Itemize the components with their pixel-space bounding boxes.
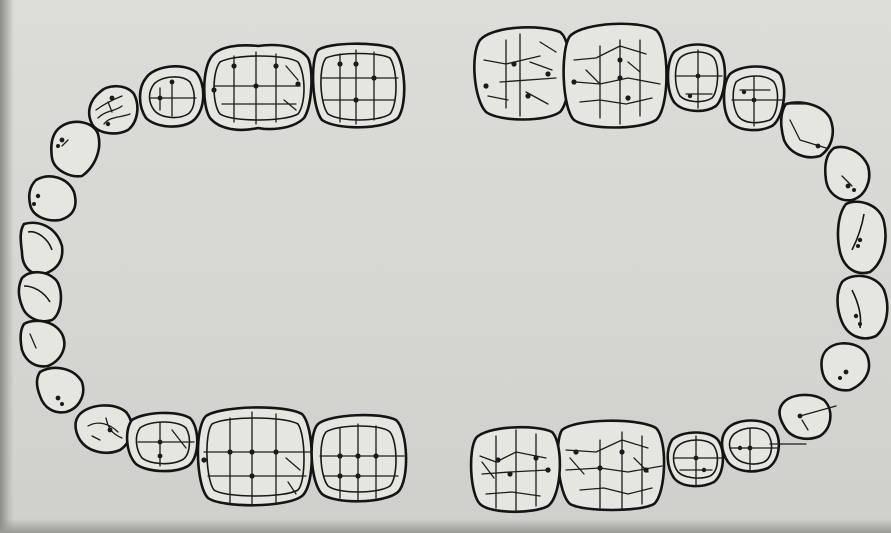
tooth-upper-left-central-incisor bbox=[21, 223, 63, 274]
tooth-upper-right-molar-1 bbox=[564, 24, 667, 128]
tooth-upper-right-molar-2 bbox=[474, 27, 569, 119]
tooth-lower-left-premolar-1 bbox=[76, 405, 132, 452]
tooth-upper-right-canine bbox=[781, 103, 833, 158]
tooth-upper-left-lateral-incisor bbox=[29, 176, 75, 220]
tooth-lower-right-lateral-incisor bbox=[821, 343, 869, 390]
tooth-upper-right-central-incisor bbox=[838, 202, 885, 273]
tooth-upper-left-premolar-2 bbox=[140, 66, 203, 126]
tooth-upper-left-molar-2 bbox=[313, 44, 404, 128]
right-arch bbox=[471, 24, 887, 512]
tooth-upper-right-premolar-2 bbox=[668, 45, 725, 111]
left-arch bbox=[19, 44, 406, 506]
tooth-upper-right-premolar-1 bbox=[724, 67, 784, 131]
tooth-lower-left-premolar-2 bbox=[127, 413, 197, 471]
tooth-lower-right-canine bbox=[780, 395, 837, 439]
tooth-lower-left-molar-1 bbox=[198, 407, 312, 506]
tooth-lower-left-canine bbox=[37, 368, 83, 412]
tooth-upper-left-premolar-1 bbox=[89, 86, 137, 133]
tooth-lower-left-lateral-incisor bbox=[21, 321, 65, 367]
tooth-lower-right-central-incisor bbox=[838, 276, 888, 338]
tooth-lower-left-molar-2 bbox=[312, 415, 406, 501]
tooth-lower-right-molar-1 bbox=[558, 421, 664, 510]
tooth-upper-left-canine bbox=[51, 122, 99, 176]
tooth-lower-left-central-incisor bbox=[19, 272, 61, 321]
tooth-upper-right-lateral-incisor bbox=[825, 147, 869, 200]
tooth-upper-left-molar-1 bbox=[204, 45, 311, 130]
tooth-lower-right-molar-2 bbox=[471, 427, 560, 512]
tooth-lower-right-premolar-2 bbox=[668, 433, 723, 487]
